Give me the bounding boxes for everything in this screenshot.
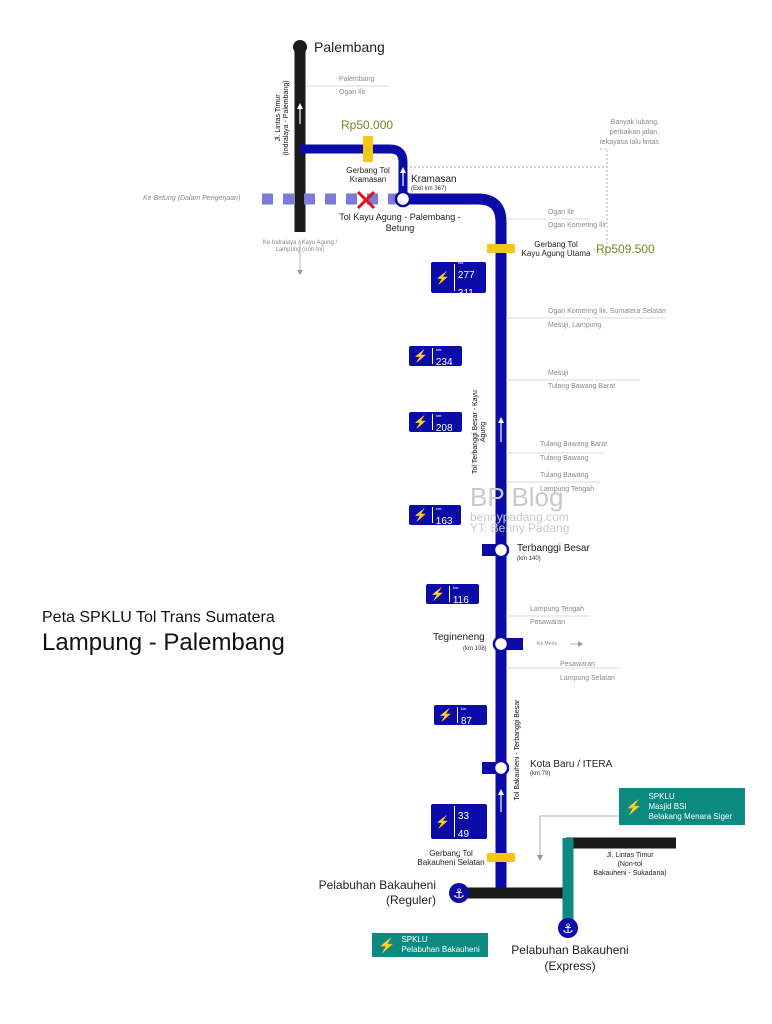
gate-kayu-agung [487, 244, 515, 253]
city-terbanggi: Terbanggi Besar [517, 543, 590, 554]
ev-charger-icon: ⚡ [413, 349, 428, 363]
rest-area-spklu: ⚡ Rest Area km: 20 33 49 67 [431, 783, 487, 858]
label-gate-bakauheni: Gerbang Tol Bakauheni Selatan [417, 849, 485, 867]
svg-text:⚓: ⚓ [562, 922, 574, 937]
ev-charger-icon: ⚡ [378, 937, 396, 953]
label-lintas-timur-north: Jl. Lintas Timur (Indralaya - Palembang) [275, 80, 290, 156]
boundary-lower: Lampung Tengah [540, 486, 594, 493]
interchange-terbanggi [492, 541, 510, 559]
interchange-kotabaru [492, 759, 510, 777]
boundary-lower: Lampung Selatan [560, 675, 615, 682]
label-gate-kramasan: Gerbang Tol Kramasan [346, 166, 390, 184]
palembang-dot [293, 40, 307, 54]
boundary-upper: Mesuji [548, 370, 569, 377]
label-kayu-agung: Tol Kayu Agung - Palembang - Betung [339, 212, 461, 233]
boundary-upper: Tulang Bawang [540, 472, 589, 479]
spklu-pelabuhan: ⚡ SPKLU Pelabuhan Bakauheni [372, 933, 488, 957]
toll-main-line [403, 193, 507, 888]
rest-area-spklu: ⚡ Rest Area km:87 [434, 701, 487, 727]
road-notes: Banyak lubang, perbaikan jalan, rekayasa… [599, 119, 659, 146]
city-kotabaru: Kota Baru / ITERA [530, 759, 613, 770]
city-palembang: Palembang [314, 39, 385, 55]
watermark-site: bennypadang.com [470, 510, 569, 524]
anchor-icon-express [558, 918, 578, 938]
boundary-upper: Tulang Bawang Barat [540, 441, 608, 448]
terbanggi-km: (km 140) [517, 556, 541, 562]
boundary-lower: Tulang Bawang [540, 455, 589, 462]
city-tegineneng: Tegineneng [433, 632, 485, 643]
rest-area-spklu: ⚡ Rest Area km:234 [409, 342, 462, 368]
boundary-lower: Tulang Bawang Barat [548, 383, 616, 390]
rest-area-spklu: ⚡ Rest Area km:208 [409, 408, 462, 434]
boundary-upper: Lampung Tengah [530, 606, 584, 613]
port-express: Pelabuhan Bakauheni (Express) [511, 943, 629, 973]
map-title-line1: Peta SPKLU Tol Trans Sumatera [42, 609, 275, 626]
port-reguler: Pelabuhan Bakauheni (Reguler) [318, 878, 436, 907]
boundary-upper: Pesawaran [560, 661, 596, 668]
price-kramasan: Rp50.000 [341, 118, 394, 132]
label-to-indralaya: Ke Indralaya / Kayu Agung / Lampung (non… [262, 240, 338, 253]
district-boundaries [306, 85, 665, 669]
toll-kramasan-link [300, 144, 408, 199]
ev-charger-icon: ⚡ [438, 708, 453, 722]
map-title-line2: Lampung - Palembang [42, 629, 285, 656]
boundary-lower: Ogan Komering Ilir [548, 222, 607, 229]
label-gate-kayu-agung: Gerbang Tol Kayu Agung Utama [521, 240, 591, 258]
ev-charger-icon: ⚡ [413, 508, 428, 522]
boundary-upper: Palembang [339, 76, 375, 83]
ev-charger-icon: ⚡ [625, 798, 643, 815]
label-to-metro: Ke Metro [537, 641, 558, 647]
ev-charger-icon: ⚡ [435, 814, 450, 829]
spklu-masjid-bsi: ⚡ SPKLU Masjid BSI Belakang Menara Siger [619, 788, 745, 825]
ev-charger-icon: ⚡ [413, 415, 428, 429]
watermark-brand: BP Blog [470, 482, 564, 512]
label-betung: Ke Betung (Dalam Pengerjaan) [143, 195, 241, 202]
interchange-kramasan [394, 190, 412, 208]
watermark-yt: YT: Benny Padang [470, 521, 570, 535]
label-terbanggi-kayu: Tol Terbanggi Besar - Kayu Agung [472, 390, 487, 474]
label-lintas-timur-south: Jl. Lintas Timur (Non-tol Bakauheni - Su… [593, 852, 667, 877]
anchor-icon-reguler [449, 883, 469, 903]
kotabaru-km: (km 79) [530, 771, 551, 777]
ev-charger-icon: ⚡ [435, 270, 450, 285]
boundary-upper: Ogan Ilir [548, 209, 575, 216]
kramasan-exit: (Exit km 367) [411, 186, 447, 192]
city-kramasan: Kramasan [411, 174, 457, 185]
label-bakauheni-terbanggi: Tol Bakauheni - Terbanggi Besar [514, 699, 521, 801]
boundary-lower: Pesawaran [530, 619, 566, 626]
gate-bakauheni [487, 853, 515, 862]
interchange-tegineneng [492, 635, 510, 653]
price-kayu-agung: Rp509.500 [596, 242, 655, 256]
rest-area-spklu: ⚡ Rest Area km:163 [409, 501, 461, 527]
svg-text:⚓: ⚓ [453, 887, 465, 902]
rest-area-spklu: ⚡ Rest Area km:116 [426, 580, 479, 606]
boundary-lower: Mesuji, Lampung [548, 322, 602, 329]
boundary-lower: Ogan Ilir [339, 89, 366, 96]
tegineneng-km: (km 108) [463, 646, 487, 652]
boundary-upper: Ogan Komering Ilir, Sumatera Selatan [548, 308, 666, 315]
gate-kramasan [363, 136, 373, 162]
ev-charger-icon: ⚡ [430, 587, 445, 601]
